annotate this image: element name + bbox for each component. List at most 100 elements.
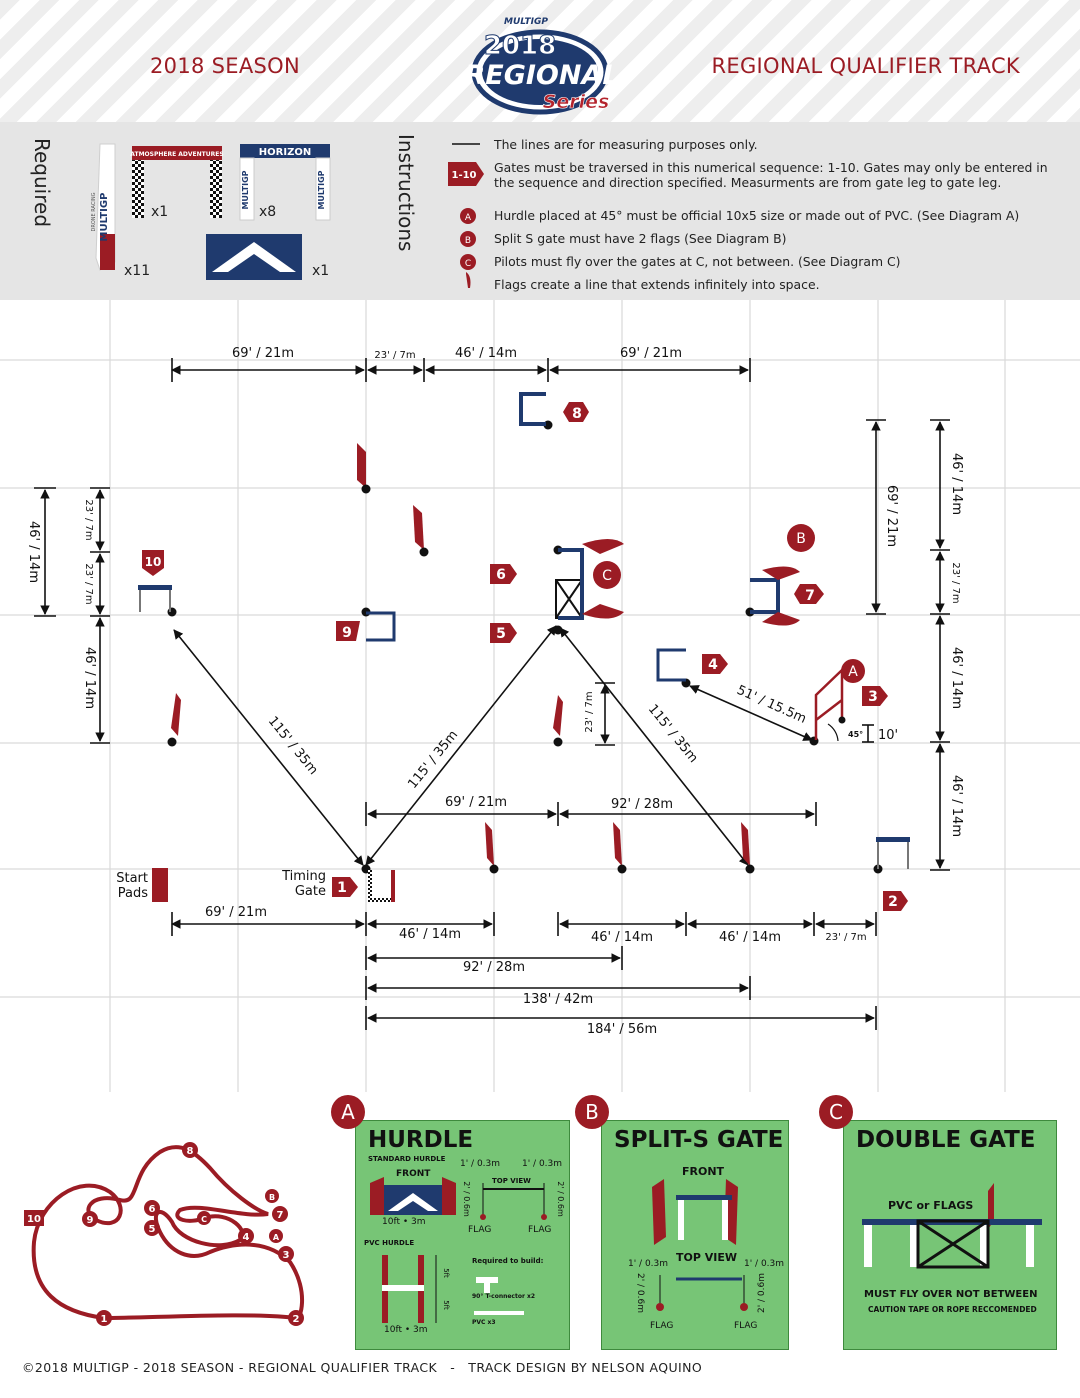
badge-gate-8: 8 — [563, 402, 589, 422]
splits-title: SPLIT-S GATE — [614, 1127, 784, 1153]
svg-text:9: 9 — [342, 625, 352, 641]
svg-text:DRONE RACING: DRONE RACING — [91, 192, 97, 231]
svg-text:4: 4 — [708, 657, 718, 673]
mini-node-c: C — [197, 1211, 211, 1225]
marker-a-icon: A — [460, 208, 476, 224]
svg-text:2: 2 — [888, 894, 898, 910]
instructions-label: Instructions — [394, 134, 418, 252]
mini-map-nodes: 8 B 6 7 10 9 5 C 4 A 3 1 2 — [24, 1142, 304, 1326]
measure-right-46a: 46' / 14m — [949, 453, 964, 515]
hurdle-shape — [814, 667, 844, 740]
horizon-banner: HORIZON — [259, 147, 311, 158]
gate-8-shape — [519, 392, 546, 426]
measure-left-23a: 23' / 7m — [83, 499, 94, 540]
panel-c-badge: C — [819, 1095, 853, 1129]
sequence-badge-icon: 1-10 — [448, 162, 484, 186]
track-layout: 69' / 21m 23' / 7m 46' / 14m 69' / 21m 4… — [0, 300, 1080, 1092]
hurdle-front: FRONT — [396, 1169, 431, 1179]
angle-label: 45° — [848, 730, 863, 739]
measure-bot-23: 23' / 7m — [825, 932, 866, 943]
hurdle-flag-b: FLAG — [528, 1225, 552, 1235]
mini-node-3: 3 — [278, 1246, 294, 1262]
splits-flag-b: FLAG — [734, 1321, 758, 1331]
double-title: DOUBLE GATE — [856, 1127, 1036, 1153]
measure-bot-69: 69' / 21m — [205, 905, 267, 920]
badge-gate-3: 3 — [862, 686, 888, 706]
double-pvc-flags: PVC or FLAGS — [888, 1199, 974, 1212]
flag-line-icon — [466, 272, 471, 288]
measure-top-69a: 69' / 21m — [232, 346, 294, 361]
flag-3-icon — [171, 693, 181, 736]
logo-sub: Series — [543, 91, 610, 113]
hurdle-flag-a: FLAG — [468, 1225, 492, 1235]
mini-node-7: 7 — [272, 1206, 288, 1222]
svg-text:A: A — [848, 664, 858, 680]
hurdle-size-b: 10ft • 3m — [384, 1325, 428, 1335]
hurdle-dim-1a: 1' / 0.3m — [460, 1159, 501, 1169]
letter-markers: A B C — [593, 524, 865, 683]
logo-brand: MULTIGP — [504, 17, 548, 27]
badge-gate-9: 9 — [336, 621, 360, 641]
svg-text:A: A — [465, 213, 472, 223]
hurdle-drawings: 2' / 0.6m 2' / 0.6m 5ft 5ft — [370, 1177, 565, 1323]
svg-text:6: 6 — [496, 567, 506, 583]
mini-map — [31, 1145, 305, 1321]
marker-b: B — [787, 524, 815, 552]
track-title: REGIONAL QUALIFIER TRACK — [711, 54, 1020, 78]
mini-node-8: 8 — [182, 1142, 198, 1158]
splits-panel: SPLIT-S GATE FRONT TOP VIEW 1' / 0.3m 1'… — [601, 1120, 789, 1350]
grid — [0, 300, 1080, 1092]
hurdle-standard: STANDARD HURDLE — [368, 1155, 446, 1163]
svg-text:MULTIGP: MULTIGP — [241, 170, 250, 209]
svg-text:9: 9 — [87, 1215, 94, 1226]
gate-badges: 1 2 3 4 5 6 7 8 9 10 — [142, 402, 908, 911]
start-pads-icon — [152, 868, 168, 902]
mini-node-2: 2 — [288, 1310, 304, 1326]
season-title: 2018 SEASON — [150, 54, 300, 78]
flag-7-icon — [741, 822, 750, 866]
splits-dim-2b: 2' / 0.6m — [757, 1273, 767, 1313]
logo-year: 2018 — [484, 31, 556, 61]
hurdle-dim-2a: 2' / 0.6m — [462, 1181, 471, 1217]
hurdle-size-a: 10ft • 3m — [382, 1217, 426, 1227]
measure-right-46b: 46' / 14m — [949, 647, 964, 709]
measure-row-92: 92' / 28m — [611, 797, 673, 812]
measure-diag-115a: 115' / 35m — [265, 714, 321, 778]
marker-c: C — [593, 561, 621, 589]
svg-text:8: 8 — [187, 1146, 194, 1157]
header-band: 2018 SEASON REGIONAL QUALIFIER TRACK MUL… — [0, 0, 1080, 122]
measure-bot-92: 92' / 28m — [463, 960, 525, 975]
mini-node-6: 6 — [144, 1200, 160, 1216]
panel-a-badge: A — [331, 1095, 365, 1129]
logo-word: REGIONAL — [464, 60, 619, 91]
svg-text:7: 7 — [277, 1210, 284, 1221]
splits-dim-1b: 1' / 0.3m — [744, 1259, 785, 1269]
footer-credit: ©2018 MULTIGP - 2018 SEASON - REGIONAL Q… — [22, 1360, 703, 1375]
splits-top-view: TOP VIEW — [676, 1251, 737, 1264]
flag-6-icon — [613, 822, 622, 866]
instruction-5: Pilots must fly over the gates at C, not… — [494, 254, 901, 269]
measure-left-23b: 23' / 7m — [83, 563, 94, 604]
svg-text:10: 10 — [145, 555, 162, 569]
badge-gate-2: 2 — [883, 891, 908, 911]
required-items: MULTIGP DRONE RACING x11 ATMOSPHERE ADVE… — [91, 143, 484, 288]
mini-node-5: 5 — [144, 1220, 160, 1236]
sequence-badge-text: 1-10 — [451, 170, 476, 181]
hurdle-panel: HURDLE STANDARD HURDLE FRONT 1' / 0.3m 1… — [355, 1120, 570, 1350]
svg-text:C: C — [602, 568, 612, 584]
badge-gate-5: 5 — [490, 623, 517, 643]
svg-text:C: C — [465, 259, 471, 269]
mini-node-9: 9 — [82, 1211, 98, 1227]
angle-arc — [827, 723, 839, 742]
mini-node-10: 10 — [24, 1210, 44, 1226]
measure-diag-51: 51' / 15.5m — [734, 683, 808, 727]
splits-front: FRONT — [682, 1165, 725, 1178]
hurdle-banner-icon — [206, 234, 302, 280]
measure-right-46c: 46' / 14m — [949, 775, 964, 837]
svg-text:5: 5 — [149, 1224, 156, 1235]
measure-row-69: 69' / 21m — [445, 795, 507, 810]
measure-bot-46c: 46' / 14m — [719, 930, 781, 945]
regional-series-logo: MULTIGP 2018 REGIONAL Series — [464, 17, 620, 115]
svg-text:5: 5 — [496, 626, 506, 642]
